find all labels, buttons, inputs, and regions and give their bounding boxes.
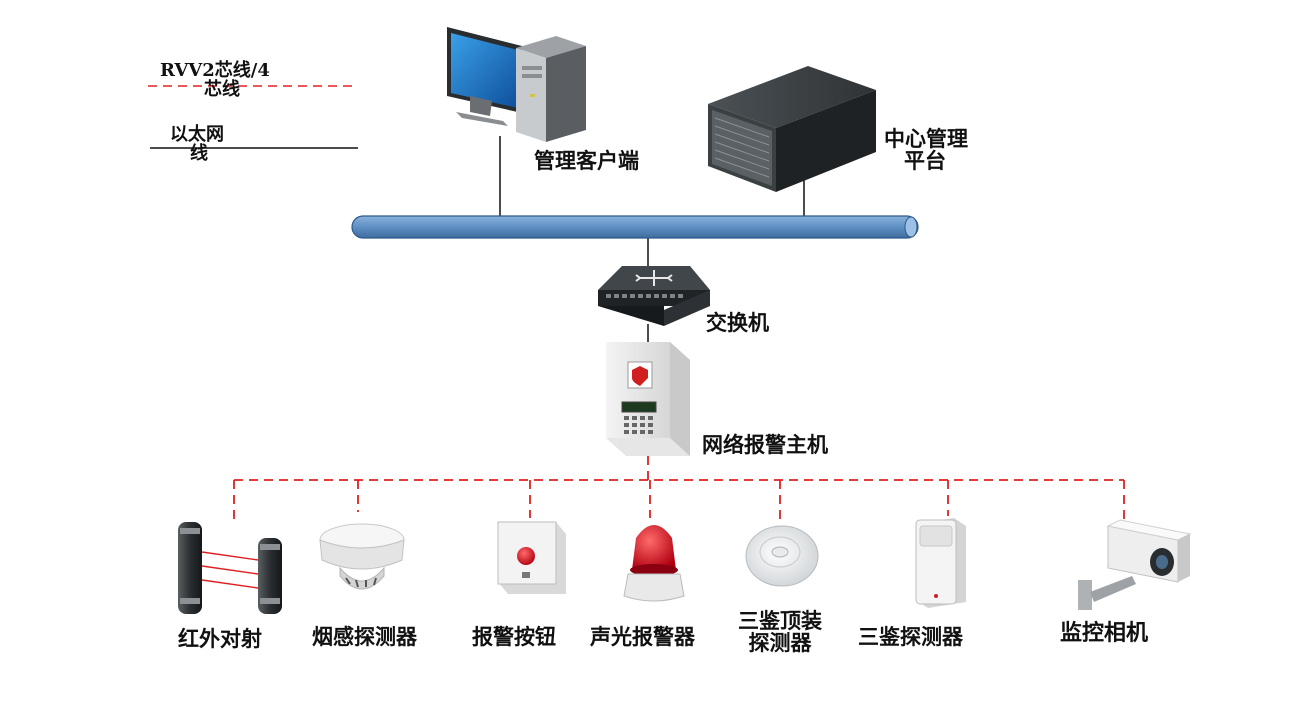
ethernet-backbone [351, 215, 919, 239]
alarm-host-icon [606, 342, 690, 456]
switch-icon [598, 266, 710, 326]
legend-eth-text-2: 线 [190, 142, 208, 164]
legend-eth-text-1: 以太网 [170, 124, 224, 145]
switch-label: 交换机 [706, 310, 769, 335]
legend-ethernet-label: 以太网 线 [170, 124, 224, 164]
platform-label-line2: 平台 [904, 148, 946, 174]
alarm-host-label: 网络报警主机 [702, 432, 828, 457]
rvv-bus [233, 456, 1125, 522]
computer-icon [447, 27, 586, 142]
infrared-beam-icon [178, 522, 282, 614]
device-label-ceiling-line2: 探测器 [748, 630, 812, 656]
surveillance-camera-icon [1078, 519, 1192, 610]
legend-rvv-text-2: 芯线 [204, 78, 240, 100]
device-label-strobe: 声光报警器 [590, 624, 695, 649]
legend-rvv-label: RVV2芯线/4 芯线 [160, 60, 270, 100]
platform-label: 中心管理 平台 [884, 126, 968, 174]
device-label-smoke: 烟感探测器 [312, 624, 417, 649]
device-label-camera: 监控相机 [1060, 620, 1149, 646]
ceiling-detector-icon [745, 525, 819, 587]
device-label-ceiling-detector: 三鉴顶装 探测器 [730, 608, 830, 656]
device-label-triple-tech: 三鉴探测器 [858, 624, 963, 649]
legend-rvv-text-1: RVV2芯线/4 [160, 60, 270, 81]
smoke-detector-icon [319, 523, 405, 590]
device-label-ceiling-line1: 三鉴顶装 [738, 608, 822, 633]
client-label: 管理客户端 [534, 148, 639, 173]
server-icon [708, 66, 876, 192]
device-label-alarm-button: 报警按钮 [472, 624, 556, 649]
triple-tech-detector-icon [915, 518, 966, 608]
device-label-infrared: 红外对射 [178, 626, 262, 651]
alarm-button-icon [497, 521, 566, 594]
platform-label-line1: 中心管理 [884, 126, 968, 151]
strobe-siren-icon [623, 525, 685, 602]
